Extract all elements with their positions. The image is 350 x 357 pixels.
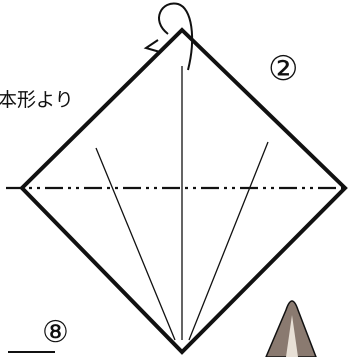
caption-text: 本形より bbox=[0, 89, 74, 111]
step-number-bottom: ⑧ bbox=[42, 315, 69, 350]
step-number-main: ② bbox=[268, 49, 298, 89]
flap-hint bbox=[143, 39, 161, 53]
fold-arrow-icon bbox=[158, 2, 194, 71]
diamond-outline bbox=[19, 27, 348, 355]
crease-line-left bbox=[95, 147, 176, 341]
crease-line-right bbox=[188, 141, 269, 341]
peak-shape-highlight bbox=[286, 315, 298, 357]
